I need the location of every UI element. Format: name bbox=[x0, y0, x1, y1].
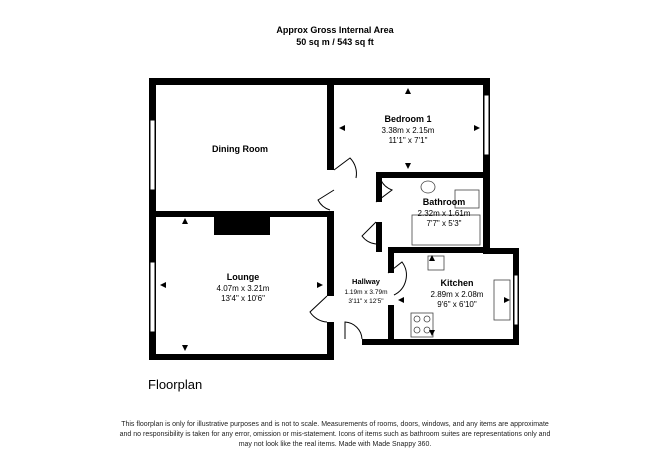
appliance-icon bbox=[427, 255, 445, 271]
windows bbox=[149, 94, 519, 333]
hallway-imperial: 3'11" x 12'5" bbox=[348, 298, 384, 305]
dining-room-label: Dining Room bbox=[212, 144, 268, 154]
hob-icon bbox=[410, 312, 434, 338]
kitchen-imperial: 9'6" x 6'10" bbox=[437, 300, 477, 309]
bedroom-metric: 3.38m x 2.15m bbox=[382, 126, 435, 135]
bedroom-imperial: 11'1" x 7'1" bbox=[389, 136, 428, 145]
bedroom-label: Bedroom 1 bbox=[384, 114, 431, 124]
dimension-markers bbox=[160, 88, 510, 351]
bathroom-fixtures bbox=[411, 180, 481, 246]
kitchen-label: Kitchen bbox=[440, 278, 473, 288]
bathtub-icon bbox=[411, 214, 481, 246]
bath-door-2 bbox=[361, 221, 377, 245]
dining-door bbox=[333, 157, 357, 179]
disclaimer-line-3: may not look like the real items. Made w… bbox=[238, 441, 432, 448]
area-title: Approx Gross Internal Area bbox=[276, 25, 394, 35]
front-door bbox=[344, 321, 363, 340]
lounge-door bbox=[309, 295, 328, 323]
floorplan-title: Floorplan bbox=[148, 377, 203, 392]
area-value: 50 sq m / 543 sq ft bbox=[296, 37, 374, 47]
hall-door-1 bbox=[317, 189, 335, 211]
lounge-metric: 4.07m x 3.21m bbox=[217, 284, 270, 293]
hallway-label: Hallway bbox=[352, 277, 381, 286]
bathroom-metric: 2.32m x 1.61m bbox=[418, 209, 471, 218]
doors bbox=[309, 157, 407, 340]
kitchen-door bbox=[387, 261, 407, 296]
disclaimer-line-1: This floorplan is only for illustrative … bbox=[121, 421, 549, 428]
lounge-label: Lounge bbox=[227, 272, 260, 282]
walls bbox=[149, 78, 519, 360]
bathroom-imperial: 7'7" x 5'3" bbox=[427, 219, 462, 228]
kitchen-metric: 2.89m x 2.08m bbox=[431, 290, 484, 299]
bath-door bbox=[375, 177, 394, 203]
toilet-icon bbox=[454, 189, 480, 209]
hallway-metric: 1.19m x 3.79m bbox=[345, 289, 388, 296]
sink-icon bbox=[420, 180, 436, 194]
lounge-imperial: 13'4" x 10'6" bbox=[221, 294, 265, 303]
disclaimer: This floorplan is only for illustrative … bbox=[70, 420, 600, 450]
bathroom-label: Bathroom bbox=[423, 197, 466, 207]
disclaimer-line-2: and no responsibility is taken for any e… bbox=[119, 431, 551, 438]
area-header: Approx Gross Internal Area 50 sq m / 543… bbox=[0, 24, 670, 48]
